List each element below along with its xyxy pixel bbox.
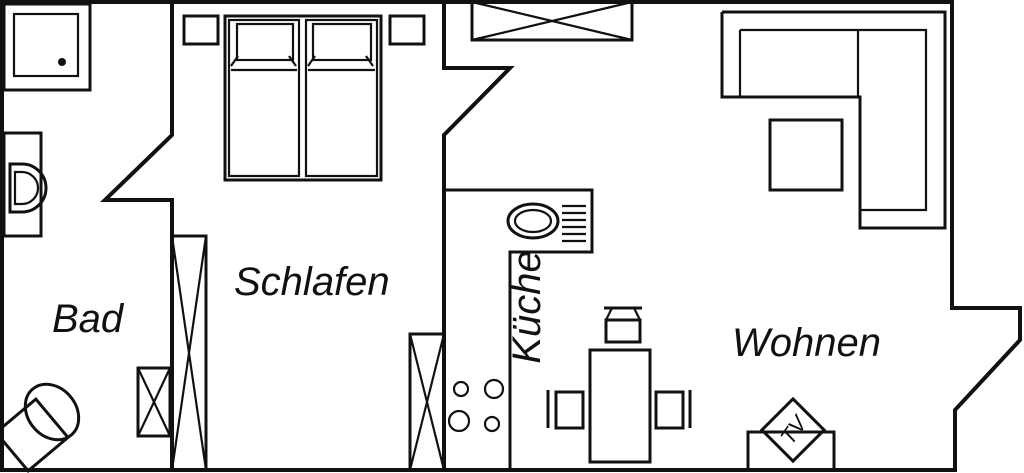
- room-label-wohnen: Wohnen: [732, 321, 881, 365]
- washbasin: [2, 131, 48, 238]
- tv-label: TV: [775, 410, 813, 449]
- dining-table: [588, 348, 652, 464]
- chair-left: [546, 390, 585, 430]
- double-bed: [223, 14, 383, 182]
- corner-sofa: [720, 10, 947, 230]
- bad-cabinet: [136, 366, 172, 438]
- wardrobe: [170, 234, 208, 472]
- window-top: [470, 0, 634, 42]
- nightstand-left: [182, 14, 220, 46]
- nightstand-right: [388, 14, 426, 46]
- chair-right: [654, 390, 692, 430]
- sink: [506, 202, 586, 243]
- stove-burners: [447, 378, 505, 433]
- coffee-table: [768, 118, 844, 192]
- schlafen-cabinet: [408, 332, 446, 472]
- room-label-schlafen: Schlafen: [234, 260, 390, 304]
- room-label-bad: Bad: [52, 297, 125, 341]
- chair-top: [604, 306, 642, 344]
- toilet: [0, 382, 81, 473]
- tv-stand: TV: [746, 396, 836, 472]
- shower-tray: [2, 2, 92, 92]
- room-label-kueche: Küche: [505, 250, 549, 363]
